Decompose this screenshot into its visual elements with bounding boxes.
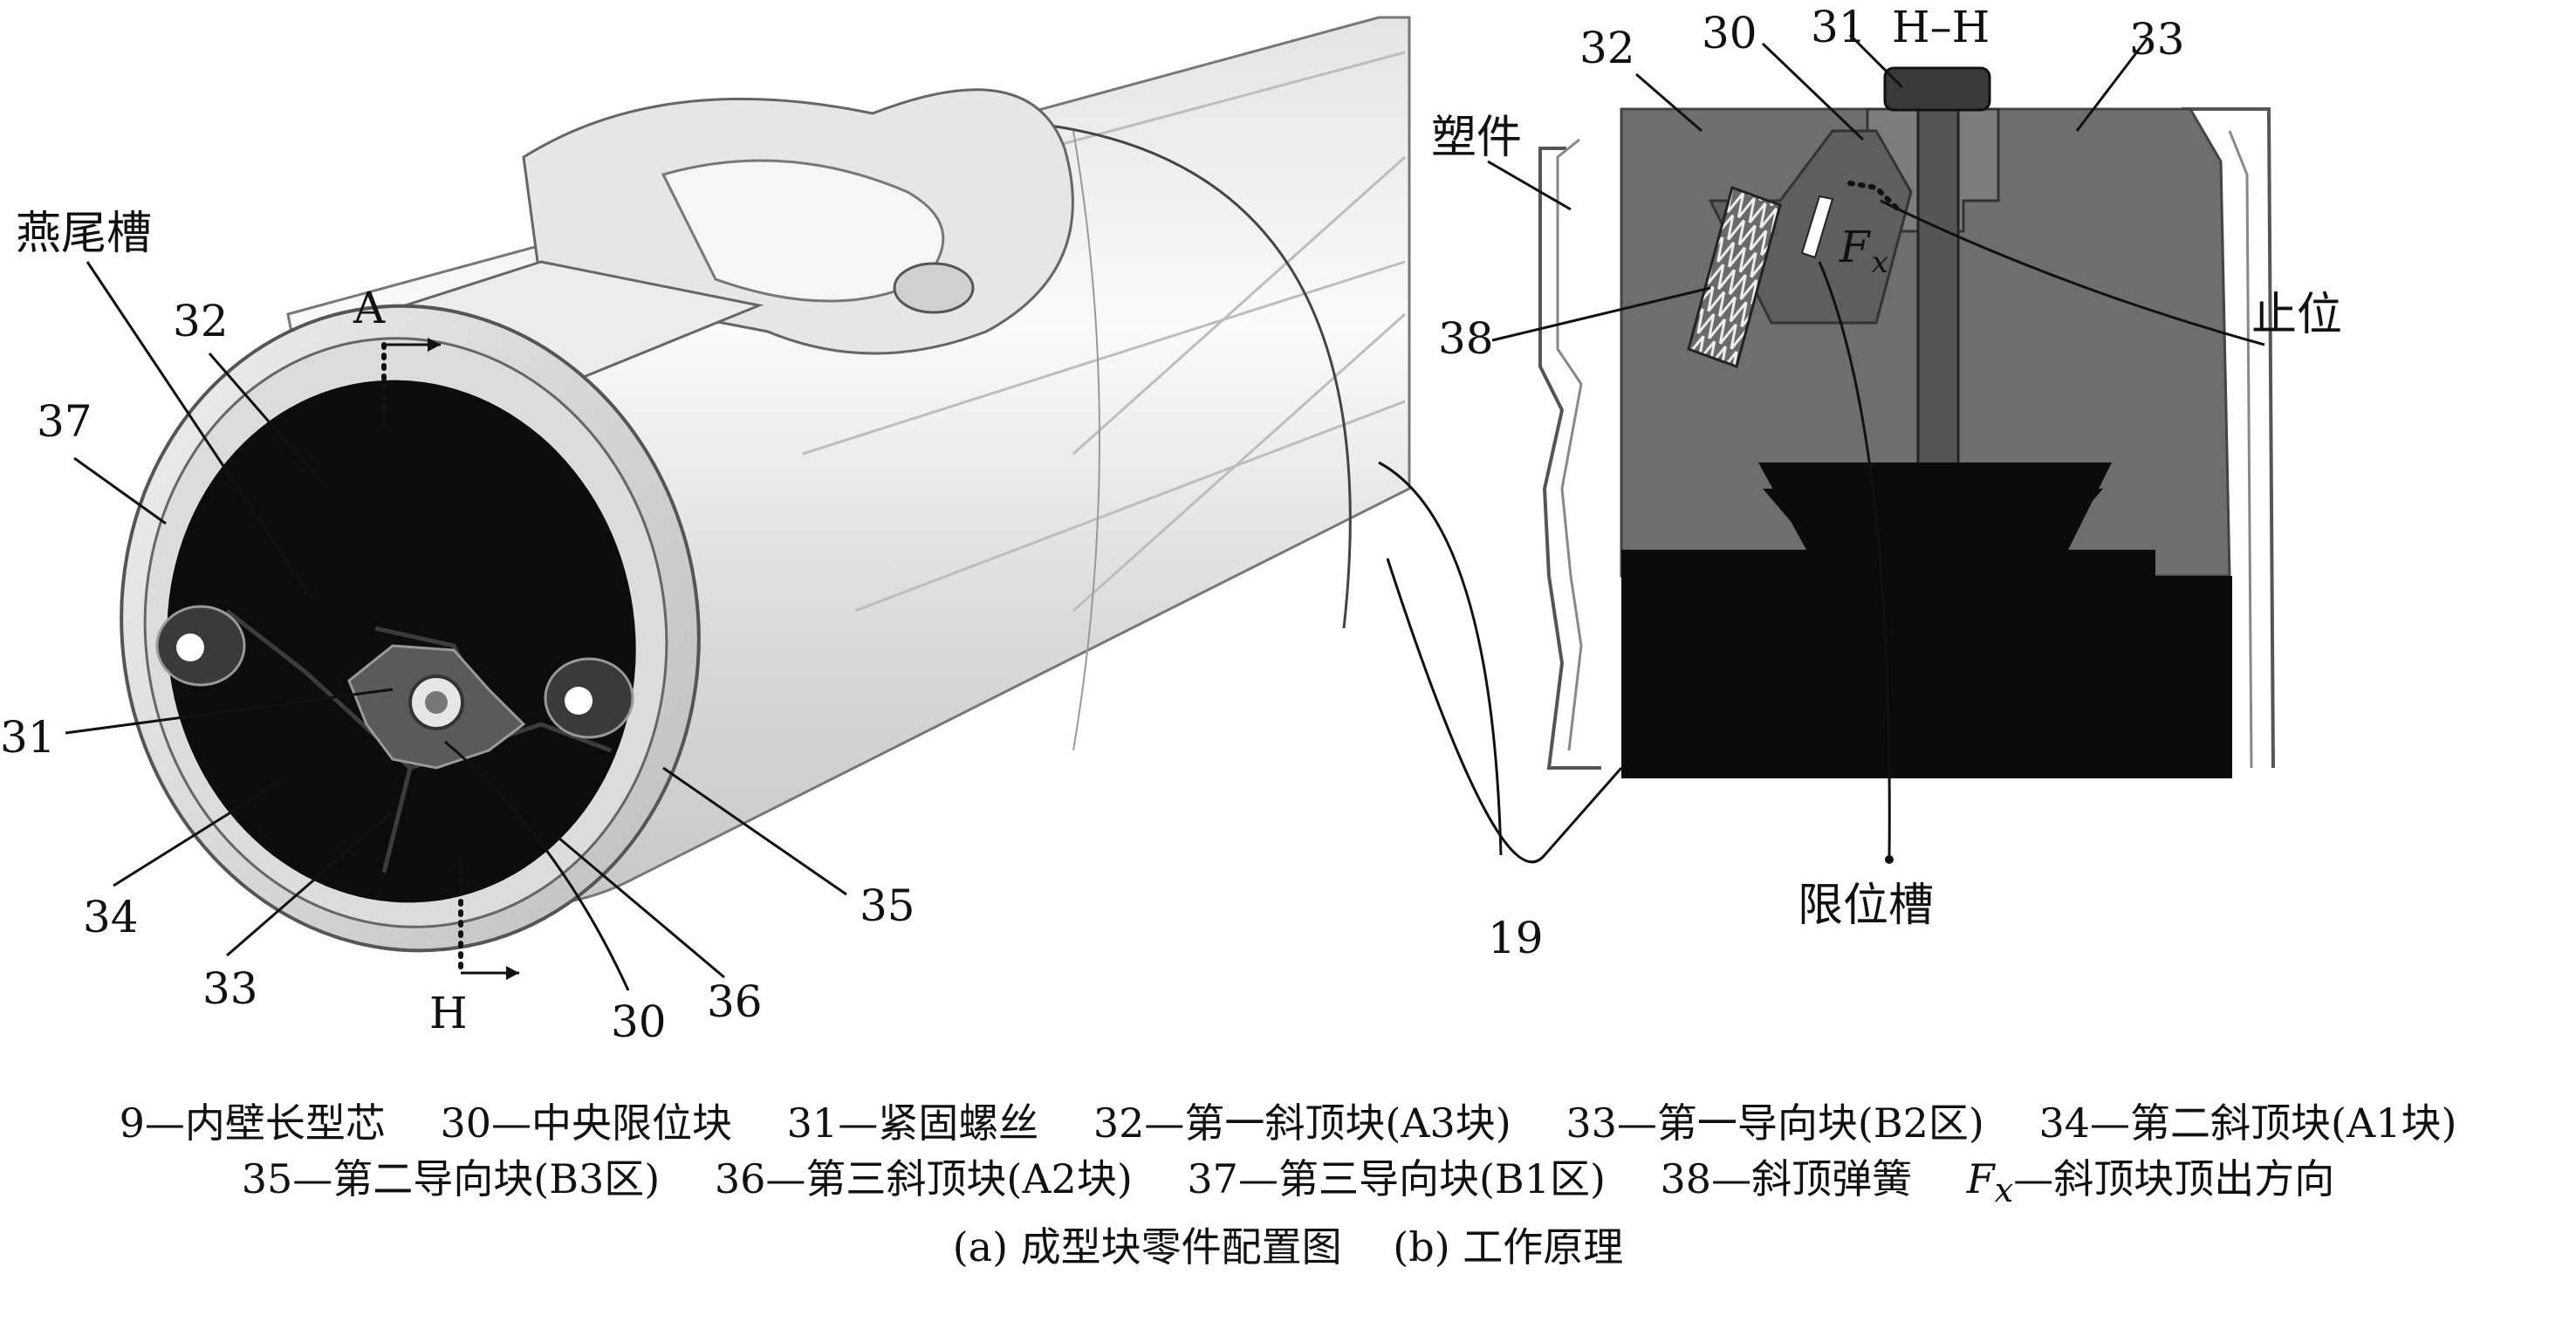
legend-row-2: 35—第二导向块(B3区) 36—第三斜顶块(A2块) 37—第三导向块(B1区… xyxy=(0,1151,2576,1219)
panel-b-section-view: 32 30 31 H–H 33 塑件 Fx 止位 38 限位槽 19 xyxy=(1378,2,2342,963)
guide-boss-left-hole xyxy=(176,634,204,661)
legend-item: 37—第三导向块(B1区) xyxy=(1187,1155,1606,1202)
figure-legend: 9—内壁长型芯 30—中央限位块 31—紧固螺丝 32—第一斜顶块(A3块) 3… xyxy=(0,1095,2576,1275)
figure-captions: (a) 成型块零件配置图 (b) 工作原理 xyxy=(0,1219,2576,1275)
label-section-a: A xyxy=(353,283,386,333)
lower-core xyxy=(1621,576,2232,778)
plastic-part-outline-inner xyxy=(1556,138,1583,751)
plastic-part-right-edge xyxy=(2182,107,2275,769)
label-31-b: 31 xyxy=(1811,2,1867,52)
caption-a: (a) 成型块零件配置图 xyxy=(952,1223,1342,1271)
top-handle-slot xyxy=(661,159,945,303)
fx-subscript: x xyxy=(1994,1171,2014,1211)
legend-item: 32—第一斜顶块(A3块) xyxy=(1093,1099,1511,1147)
label-34: 34 xyxy=(83,892,139,942)
label-31-a: 31 xyxy=(0,712,56,763)
panel-a-leaders xyxy=(65,261,847,991)
molding-face xyxy=(167,380,636,903)
legend-item: 38—斜顶弹簧 xyxy=(1660,1155,1913,1202)
label-33-b: 33 xyxy=(2129,14,2185,65)
label-section-hh: H–H xyxy=(1892,2,1990,52)
legend-item: 30—中央限位块 xyxy=(440,1099,733,1147)
label-36: 36 xyxy=(707,976,763,1027)
guide-boss-right-hole xyxy=(565,687,593,715)
plastic-part-outline xyxy=(1538,147,1601,770)
screw-shaft xyxy=(1916,103,1960,482)
label-stop: 止位 xyxy=(2251,289,2342,341)
sleeve-edge-inner xyxy=(1072,130,1100,751)
label-35: 35 xyxy=(860,880,915,931)
label-30-b: 30 xyxy=(1702,8,1757,58)
screw-socket xyxy=(425,691,448,714)
legend-item: 35—第二导向块(B3区) xyxy=(241,1155,661,1202)
lifter-spring xyxy=(1687,186,1782,368)
panel-a-part-view: 燕尾槽 32 37 A 31 34 33 H 30 36 35 xyxy=(0,16,1411,1047)
caption-b: (b) 工作原理 xyxy=(1393,1223,1624,1271)
legend-item: 31—紧固螺丝 xyxy=(786,1099,1039,1147)
label-19: 19 xyxy=(1488,913,1544,963)
label-fx: Fx xyxy=(1839,222,1888,280)
plastic-part-right-edge-inner xyxy=(2228,130,2253,769)
panel-b-leaders xyxy=(1378,33,2265,864)
label-38: 38 xyxy=(1438,313,1494,364)
limit-slot-leader-end xyxy=(1885,855,1894,864)
label-section-h: H xyxy=(429,988,468,1038)
label-30-a: 30 xyxy=(611,997,667,1047)
legend-item: 36—第三斜顶块(A2块) xyxy=(714,1155,1133,1202)
label-32-b: 32 xyxy=(1579,23,1635,73)
label-dovetail-groove: 燕尾槽 xyxy=(16,208,152,260)
limit-slot xyxy=(1800,195,1834,259)
label-37: 37 xyxy=(37,396,92,447)
legend-item-fx: Fx—斜顶块顶出方向 xyxy=(1967,1151,2335,1219)
label-32-a: 32 xyxy=(173,296,229,346)
legend-item: 33—第一导向块(B2区) xyxy=(1565,1099,1984,1147)
top-handle-hole xyxy=(893,262,975,314)
dovetail-head xyxy=(1758,462,2112,550)
force-direction-dots xyxy=(1847,181,1901,212)
legend-item: 34—第二斜顶块(A1块) xyxy=(2038,1099,2457,1147)
legend-row-1: 9—内壁长型芯 30—中央限位块 31—紧固螺丝 32—第一斜顶块(A3块) 3… xyxy=(0,1095,2576,1151)
label-33-a: 33 xyxy=(202,963,258,1014)
sleeve-edge xyxy=(1020,120,1352,629)
fx-symbol: F xyxy=(1966,1155,1995,1202)
label-plastic-part: 塑件 xyxy=(1431,112,1522,164)
screw-head-b xyxy=(1883,66,1991,112)
legend-item: 9—内壁长型芯 xyxy=(119,1099,386,1147)
fx-description: —斜顶块顶出方向 xyxy=(2013,1155,2335,1202)
label-limit-slot: 限位槽 xyxy=(1798,880,1934,932)
section-a-arrowhead xyxy=(428,338,441,352)
section-h-arrowhead xyxy=(506,966,519,980)
